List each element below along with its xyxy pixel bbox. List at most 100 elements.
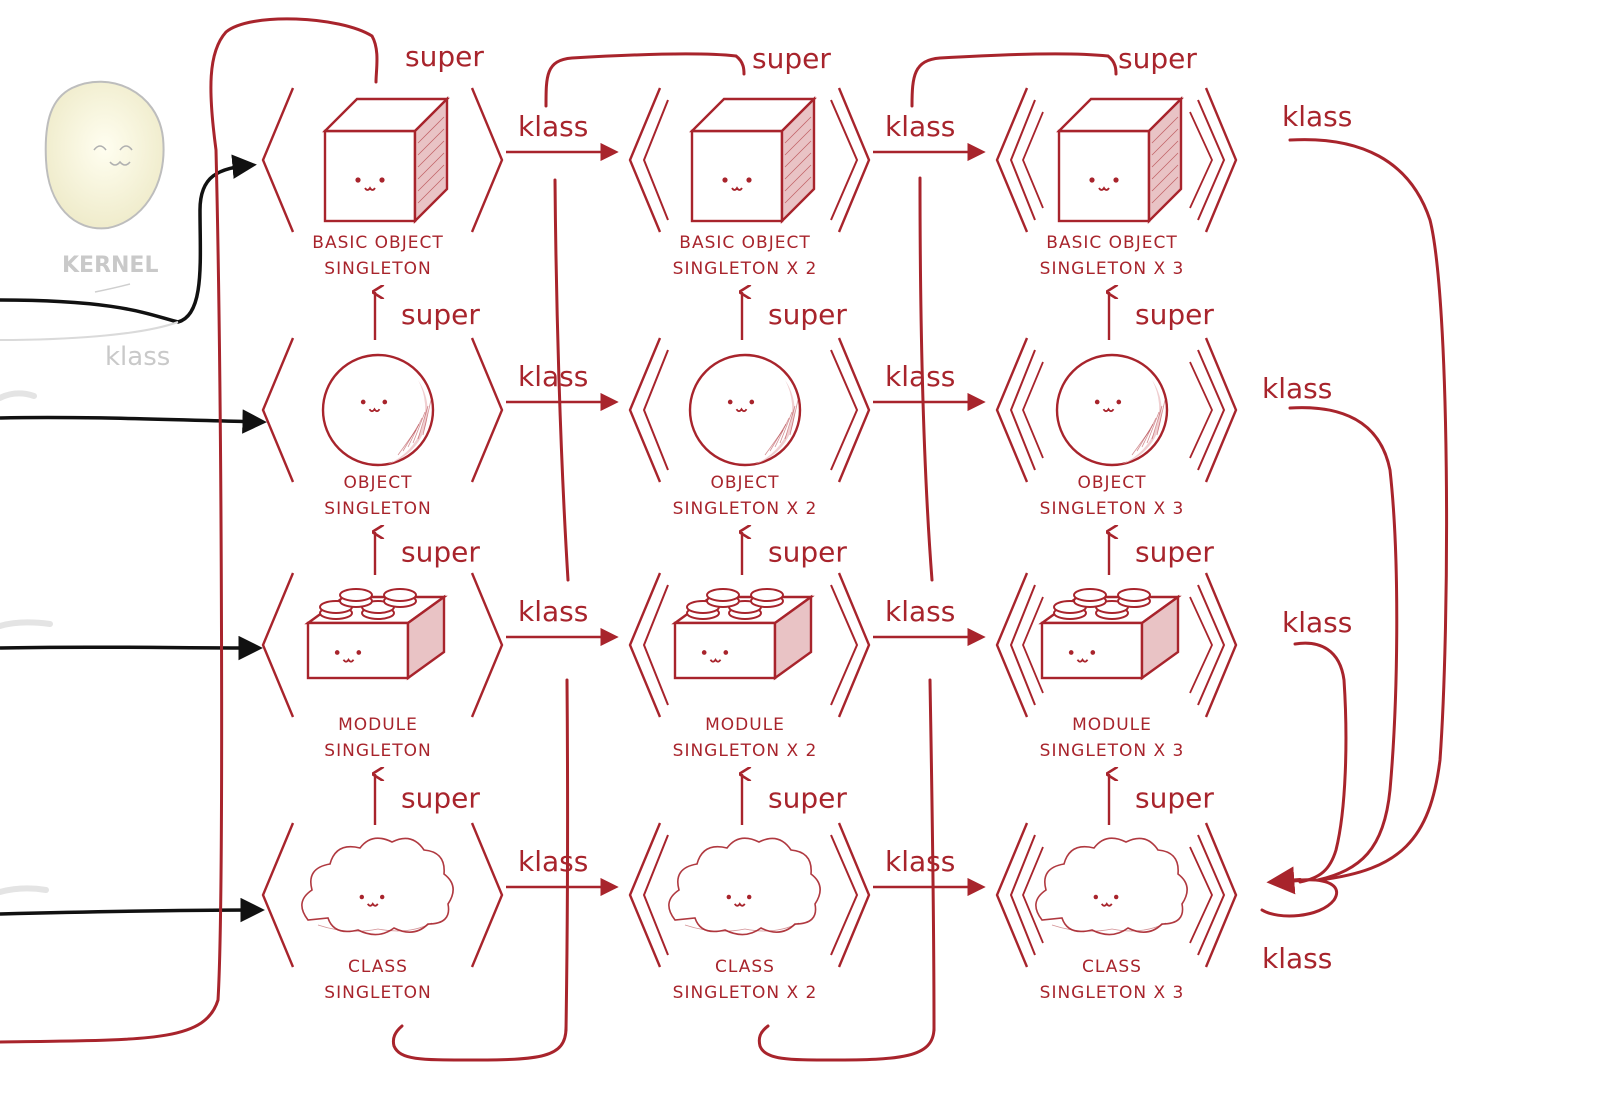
bracket-pair [261, 337, 504, 483]
klass-curve-module [1293, 641, 1348, 884]
node-layer: BASIC OBJECTSINGLETONOBJECTSINGLETONMODU… [261, 87, 1238, 1003]
cloud-icon [301, 837, 454, 936]
klass-label-right-3: klass [1282, 606, 1352, 639]
node-label-line2: SINGLETON X 3 [1040, 499, 1185, 519]
cube-icon [1056, 96, 1184, 224]
left-super-loop [0, 17, 379, 1044]
node-col1-row3: MODULE SINGLETON [261, 572, 504, 761]
kernel-face-icon [93, 145, 133, 166]
kernel-figure: KERNEL klass [44, 80, 170, 372]
bracket-pair [261, 822, 504, 968]
sphere-icon [1055, 353, 1169, 467]
node-col2-row4: CLASS SINGLETON X 2 [628, 822, 871, 1003]
faint-klass-label: klass [105, 342, 170, 372]
node-col1-row1: BASIC OBJECT SINGLETON [261, 87, 504, 279]
node-label-line1: MODULE [338, 715, 418, 735]
super-label: super [768, 782, 847, 815]
cube-icon [322, 96, 450, 224]
node-col2-row1: BASIC OBJECT SINGLETON X 2 [628, 87, 871, 279]
klass-self-arrow [1266, 866, 1302, 895]
kernel-arrow-faint [0, 321, 179, 341]
col1-bottom-loop [391, 1024, 568, 1062]
super-label: super [401, 536, 480, 569]
bracket-pair [628, 337, 871, 483]
klass-curve-class [1260, 878, 1339, 918]
col2-bottom-loop [757, 1024, 936, 1062]
bracket-pair [628, 572, 871, 718]
node-label-line1: CLASS [1082, 957, 1142, 977]
node-col1-row2: OBJECT SINGLETON [261, 337, 504, 519]
super-label-top: super [752, 42, 831, 75]
node-label-line1: OBJECT [710, 473, 779, 493]
klass-label-right-4: klass [1262, 942, 1332, 975]
bracket-pair [995, 822, 1238, 968]
node-label-line1: OBJECT [343, 473, 412, 493]
klass-curve-object [1288, 406, 1399, 882]
node-label-line1: CLASS [348, 957, 408, 977]
klass-label-right-1: klass [1282, 100, 1352, 133]
node-label-line2: SINGLETON [324, 259, 431, 279]
klass-label: klass [885, 110, 955, 143]
node-col1-row4: CLASS SINGLETON [261, 822, 504, 1003]
cloud-icon [668, 837, 821, 936]
node-col3-row2: OBJECT SINGLETON X 3 [995, 337, 1238, 519]
node-col3-row3: MODULE SINGLETON X 3 [995, 572, 1238, 761]
bracket-pair [261, 87, 504, 233]
cloud-icon [1035, 837, 1188, 936]
node-col3-row1: BASIC OBJECT SINGLETON X 3 [995, 87, 1238, 279]
vline-c2-upper [553, 178, 570, 582]
sphere-icon [321, 353, 435, 467]
node-label-line1: BASIC OBJECT [1046, 233, 1177, 253]
super-label: super [1135, 782, 1214, 815]
klass-label: klass [518, 595, 588, 628]
col3-super-bracket [910, 52, 1118, 108]
super-label: super [768, 298, 847, 331]
faint-fragments [0, 390, 53, 895]
node-label-line2: SINGLETON X 3 [1040, 741, 1185, 761]
kernel-arrow [0, 154, 257, 324]
brick-icon [304, 588, 448, 681]
kernel-blob [44, 80, 165, 230]
bracket-pair [995, 337, 1238, 483]
klass-curve-basic [1288, 138, 1449, 882]
node-label-line2: SINGLETON X 2 [673, 259, 818, 279]
kernel-label: KERNEL [62, 253, 158, 278]
black-arrows [0, 154, 267, 923]
klass-label: klass [518, 845, 588, 878]
col2-super-bracket [544, 52, 746, 108]
node-label-line2: SINGLETON X 2 [673, 983, 818, 1003]
klass-label-right-2: klass [1262, 372, 1332, 405]
node-label-line1: MODULE [705, 715, 785, 735]
klass-label: klass [885, 595, 955, 628]
super-label: super [1135, 536, 1214, 569]
super-label-top: super [405, 40, 484, 73]
kernel-underline [94, 283, 131, 293]
bracket-pair [628, 87, 871, 233]
node-label-line1: CLASS [715, 957, 775, 977]
node-label-line1: OBJECT [1077, 473, 1146, 493]
red-connectors [0, 17, 1449, 1062]
node-label-line1: BASIC OBJECT [312, 233, 443, 253]
vline-c3-upper [918, 176, 934, 582]
edge-layer: super super super super super super super super… [375, 40, 1352, 975]
node-label-line1: BASIC OBJECT [679, 233, 810, 253]
super-label: super [401, 782, 480, 815]
super-label: super [401, 298, 480, 331]
vline-c3-lower [928, 678, 936, 1032]
node-label-line2: SINGLETON X 3 [1040, 983, 1185, 1003]
klass-label: klass [518, 360, 588, 393]
node-label-line2: SINGLETON [324, 983, 431, 1003]
bracket-pair [995, 87, 1238, 233]
object-incoming-arrow [0, 409, 267, 434]
klass-label: klass [518, 110, 588, 143]
node-label-line1: MODULE [1072, 715, 1152, 735]
node-label-line2: SINGLETON [324, 741, 431, 761]
sphere-icon [688, 353, 802, 467]
node-label-line2: SINGLETON [324, 499, 431, 519]
klass-label: klass [885, 845, 955, 878]
node-label-line2: SINGLETON X 3 [1040, 259, 1185, 279]
bracket-pair [995, 572, 1238, 718]
